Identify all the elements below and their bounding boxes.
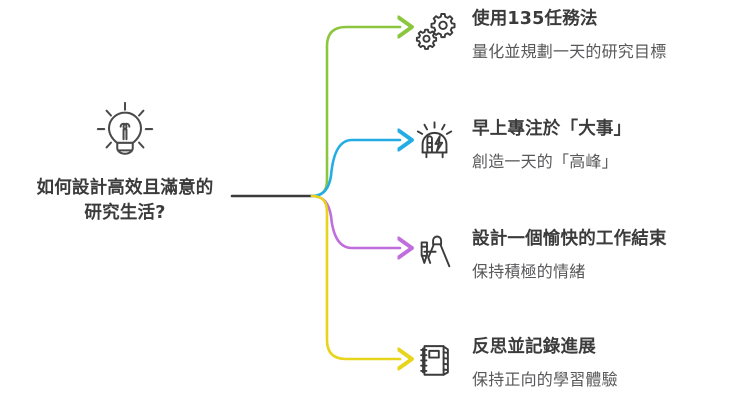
root-node: 如何設計高效且滿意的 研究生活? <box>0 100 250 226</box>
brain-lightning-icon <box>416 121 453 159</box>
notebook-icon <box>420 345 449 376</box>
branch-title-3: 設計一個愉快的工作結束 <box>472 229 667 249</box>
connector-branch-1 <box>310 27 400 198</box>
branch-title-2: 早上專注於「大事」 <box>472 119 632 139</box>
lightbulb-icon <box>96 101 154 155</box>
compass-divider-icon <box>420 235 451 268</box>
branch-text-4: 反思並記錄進展 保持正向的學習體驗 <box>472 336 618 391</box>
branch-subtitle-2: 創造一天的「高峰」 <box>472 151 618 171</box>
branch-node-2[interactable]: 早上專注於「大事」 創造一天的「高峰」 <box>414 118 631 173</box>
branch-node-4[interactable]: 反思並記錄進展 保持正向的學習體驗 <box>414 336 618 391</box>
root-label: 如何設計高效且滿意的 研究生活? <box>36 178 214 223</box>
branch-node-1[interactable]: 使用135任務法 量化並規劃一天的研究目標 <box>414 8 666 63</box>
connector-branch-4 <box>310 194 400 359</box>
branch-subtitle-3: 保持積極的情緒 <box>472 261 586 281</box>
branch-node-3[interactable]: 設計一個愉快的工作結束 保持積極的情緒 <box>414 228 667 283</box>
branch-subtitle-1: 量化並規劃一天的研究目標 <box>472 41 667 61</box>
branch-text-3: 設計一個愉快的工作結束 保持積極的情緒 <box>472 228 667 283</box>
connector-branch-2 <box>310 140 400 198</box>
branch-text-1: 使用135任務法 量化並規劃一天的研究目標 <box>472 8 666 63</box>
branch-text-2: 早上專注於「大事」 創造一天的「高峰」 <box>472 118 631 173</box>
branch-title-1: 使用135任務法 <box>472 9 598 29</box>
branch-subtitle-4: 保持正向的學習體驗 <box>472 369 618 389</box>
branch-title-4: 反思並記錄進展 <box>472 337 596 357</box>
gears-icon <box>415 13 456 50</box>
